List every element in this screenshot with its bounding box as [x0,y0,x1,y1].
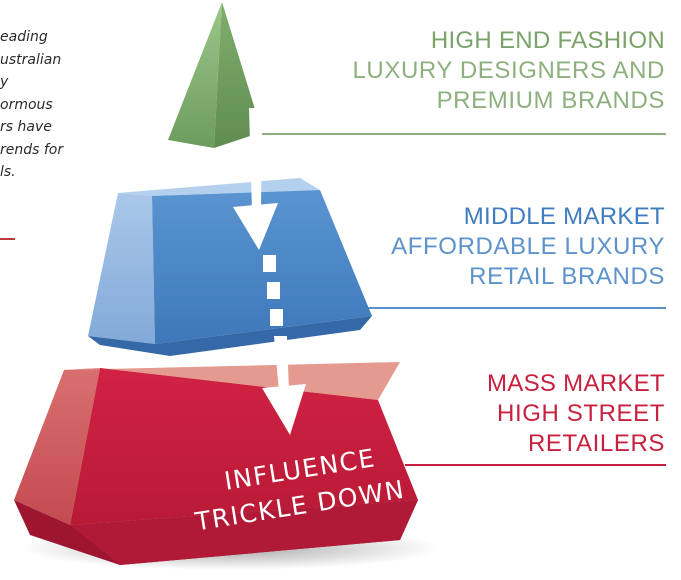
trickle-down-arrow [233,108,306,435]
tier-label-bottom: MASS MARKET HIGH STREET RETAILERS [487,369,665,459]
tier-label-middle: MIDDLE MARKET AFFORDABLE LUXURY RETAIL B… [391,202,665,292]
arrow-shaft-bottom [274,336,289,392]
arrow-dash [263,255,276,272]
tier-subtitle-top: PREMIUM BRANDS [436,87,665,114]
arrow-head-top [233,203,278,250]
tier-heading-bottom: MASS MARKET [487,370,665,397]
pyramid-tier-bottom [14,362,418,565]
intro-line: eading [0,29,48,45]
tier-label-top: HIGH END FASHION LUXURY DESIGNERS AND PR… [352,26,665,116]
arrow-head-bottom [262,384,306,435]
intro-text: eading ustralian y ormous rs have rends … [0,26,100,184]
intro-line: ls. [0,164,16,180]
intro-line: ustralian [0,51,62,68]
tier-subtitle-bottom: HIGH STREET [497,400,665,427]
tier-subtitle-bottom: RETAILERS [528,430,665,457]
tier-heading-top: HIGH END FASHION [430,27,665,54]
arrow-shaft-top [249,108,262,210]
intro-line: rends for [0,141,64,158]
intro-line: rs have [0,119,52,135]
tier-heading-middle: MIDDLE MARKET [463,203,665,230]
tier-subtitle-middle: RETAIL BRANDS [469,263,665,290]
arrow-dash [267,282,280,299]
pyramid-tier-middle [88,178,372,356]
arrow-dash [270,309,283,326]
tier-subtitle-top: LUXURY DESIGNERS AND [352,57,665,84]
pyramid-tier-top [168,2,262,148]
intro-line: y [0,74,9,90]
intro-line: ormous [0,96,53,113]
intro-divider [0,238,15,240]
tier-subtitle-middle: AFFORDABLE LUXURY [391,233,665,260]
